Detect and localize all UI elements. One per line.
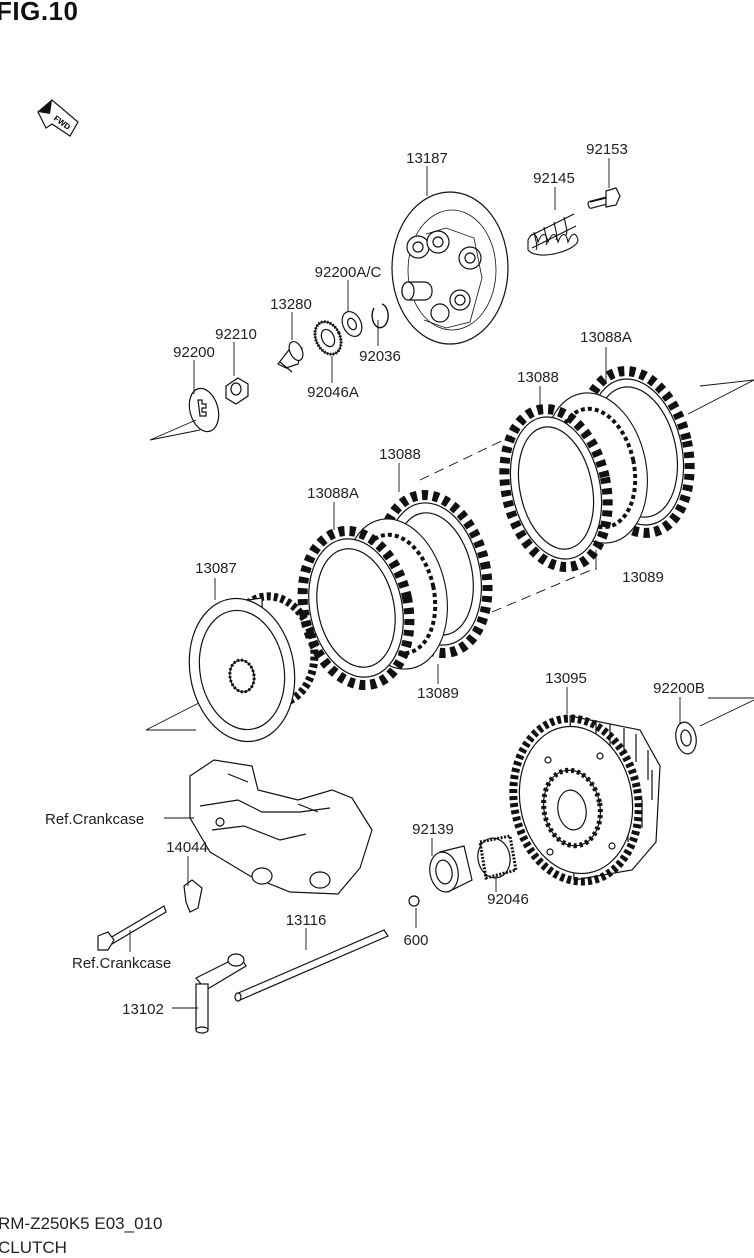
clutch-housing-13095 xyxy=(509,714,661,886)
part-label-92046: 92046 xyxy=(487,891,529,908)
pusher-13280 xyxy=(277,340,304,373)
friction-plate-13088-right xyxy=(499,404,613,572)
part-label-13088a-right: 13088A xyxy=(580,329,632,346)
part-label-13089-left: 13089 xyxy=(417,685,459,702)
part-label-92200ac: 92200A/C xyxy=(315,264,382,281)
bearing-92046a xyxy=(313,320,343,356)
friction-plate-13088a-left xyxy=(297,525,415,691)
lever-14044 xyxy=(183,879,203,913)
part-label-600: 600 xyxy=(403,932,428,949)
washer-92200 xyxy=(188,387,220,433)
washer-92200b xyxy=(675,721,697,755)
part-label-92145: 92145 xyxy=(533,170,575,187)
part-label-13087: 13087 xyxy=(195,560,237,577)
part-label-92153: 92153 xyxy=(586,141,628,158)
figure-title: FIG.10 xyxy=(0,0,79,26)
spring-92145 xyxy=(527,213,579,256)
push-rod-13116 xyxy=(234,929,389,1002)
part-label-13095: 13095 xyxy=(545,670,587,687)
release-shaft-13102 xyxy=(195,953,247,1034)
circlip-92036 xyxy=(371,303,389,329)
assembly-axis-lines xyxy=(145,379,754,731)
crankcase-bolt xyxy=(97,905,167,951)
part-label-13088a-left: 13088A xyxy=(307,485,359,502)
part-label-92210: 92210 xyxy=(215,326,257,343)
part-label-92200b: 92200B xyxy=(653,680,705,697)
ref-label-crankcase-lower: Ref.Crankcase xyxy=(72,955,171,972)
clutch-hub-13087 xyxy=(188,592,319,743)
fwd-arrow-icon: FWD xyxy=(37,99,79,137)
part-label-92139: 92139 xyxy=(412,821,454,838)
diagram-name: CLUTCH xyxy=(0,1238,67,1257)
ref-label-crankcase-upper: Ref.Crankcase xyxy=(45,811,144,828)
part-label-92036: 92036 xyxy=(359,348,401,365)
part-label-13088-left: 13088 xyxy=(379,446,421,463)
part-label-13102: 13102 xyxy=(122,1001,164,1018)
diagram-code: RM-Z250K5 E03_010 xyxy=(0,1214,163,1233)
part-label-92200: 92200 xyxy=(173,344,215,361)
bearing-92046 xyxy=(477,834,518,880)
part-label-14044: 14044 xyxy=(166,839,208,856)
spacer-92139 xyxy=(429,845,473,893)
washer-92200ac xyxy=(341,311,363,337)
part-label-13187: 13187 xyxy=(406,150,448,167)
pressure-plate-13187 xyxy=(391,191,509,345)
part-label-13089-right: 13089 xyxy=(622,569,664,586)
crankcase-fragment xyxy=(189,759,373,895)
part-label-13116: 13116 xyxy=(286,912,327,929)
ball-600 xyxy=(408,895,420,907)
part-label-13280: 13280 xyxy=(270,296,312,313)
callout-leaders xyxy=(129,158,681,1009)
part-label-92046a: 92046A xyxy=(307,384,359,401)
nut-92210 xyxy=(225,377,249,405)
bolt-92153 xyxy=(587,187,621,209)
part-label-13088-right: 13088 xyxy=(517,369,559,386)
